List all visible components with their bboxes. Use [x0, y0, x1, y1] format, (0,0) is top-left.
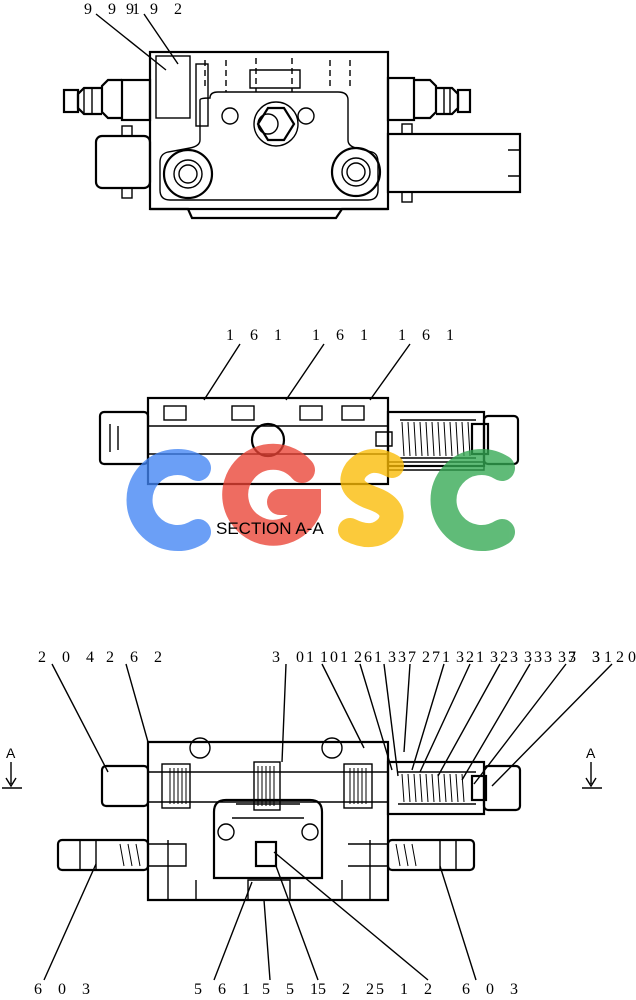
watermark-letter-c1	[126, 449, 211, 551]
section-marker-left: A	[2, 745, 22, 789]
label-992: 9 9 2	[126, 1, 188, 18]
label-123-a: 1 2 3	[442, 649, 504, 666]
section-caption: SECTION A-A	[216, 519, 324, 538]
label-561: 5 6 1	[194, 981, 256, 998]
label-262: 2 6 2	[106, 649, 168, 666]
svg-text:A: A	[586, 745, 596, 761]
label-123-b: 1 2 3	[476, 649, 538, 666]
label-551: 5 5 1	[262, 981, 324, 998]
label-132: 1 3 2	[374, 649, 436, 666]
label-204: 2 0 4	[38, 649, 100, 666]
svg-text:A: A	[6, 745, 16, 761]
section-marker-right: A	[582, 745, 602, 789]
label-161-c: 1 6 1	[398, 327, 460, 344]
label-163: 1 6 3	[340, 649, 402, 666]
watermark-letter-s	[338, 448, 404, 548]
label-161-a: 1 6 1	[226, 327, 288, 344]
label-773: 7 7 3	[408, 649, 470, 666]
label-991: 9 9 1	[84, 1, 146, 18]
label-603-right: 6 0 3	[462, 981, 524, 998]
watermark-letter-c2	[430, 449, 515, 551]
label-333-a: 3 3 3	[510, 649, 572, 666]
label-161-b: 1 6 1	[312, 327, 374, 344]
watermark-letter-g	[222, 443, 321, 546]
label-732: 7 3 2	[568, 649, 630, 666]
bottom-view: 2 0 4 2 6 2 3 0 1 1 0 2 1 6 3 1 3 2 7 7 …	[2, 649, 636, 998]
top-view: 9 9 1 9 9 2	[62, 1, 522, 220]
label-102: 1 0 2	[306, 649, 368, 666]
label-522: 5 2 2	[318, 981, 380, 998]
spring-hatch	[401, 421, 471, 457]
label-10: 1 0	[604, 649, 636, 666]
label-603-left: 6 0 3	[34, 981, 96, 998]
watermark	[126, 443, 515, 551]
label-333-b: 3 3 3	[544, 649, 606, 666]
section-view: 1 6 1 1 6 1 1 6 1 SECTION A-A	[98, 327, 520, 551]
label-301: 3 0 1	[272, 649, 334, 666]
label-512: 5 1 2	[376, 981, 438, 998]
